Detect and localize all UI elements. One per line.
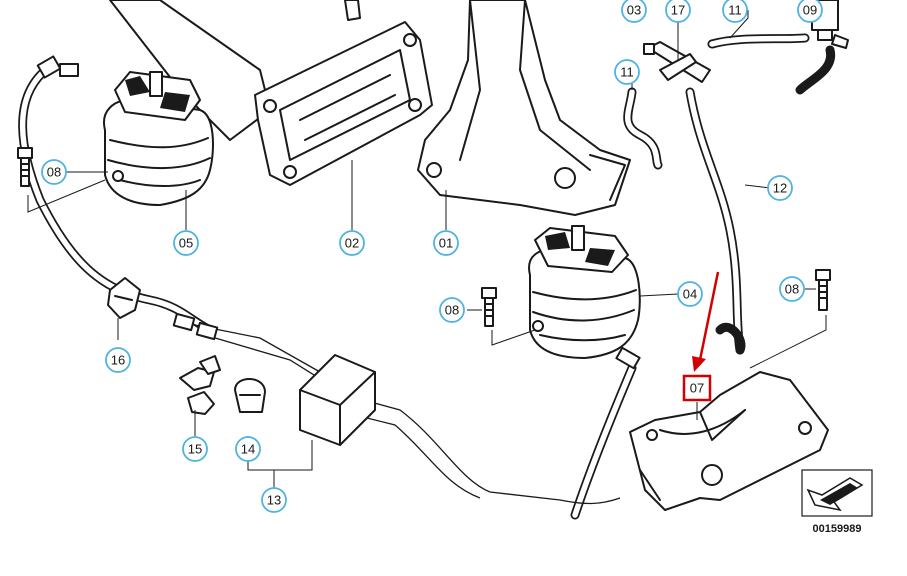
svg-text:04: 04 <box>683 287 697 302</box>
t-connector-17 <box>643 41 711 83</box>
svg-text:12: 12 <box>773 181 787 196</box>
vacuum-hose-pair <box>172 312 561 501</box>
engine-mount-04 <box>528 225 641 359</box>
callout-08-right[interactable]: 08 <box>779 276 805 302</box>
callout-02[interactable]: 02 <box>339 230 365 256</box>
callout-17[interactable]: 17 <box>665 0 691 23</box>
callout-07[interactable]: 07 <box>682 374 712 402</box>
bolt-08-left <box>17 147 33 187</box>
callout-13[interactable]: 13 <box>261 487 287 513</box>
clips-15 <box>179 355 221 415</box>
clip-14 <box>234 378 266 413</box>
svg-text:03: 03 <box>627 3 641 18</box>
bracket-07 <box>629 371 829 511</box>
callout-16[interactable]: 16 <box>105 347 131 373</box>
svg-text:08: 08 <box>445 303 459 318</box>
vacuum-hose-right <box>559 346 641 520</box>
engine-support-bracket-01 <box>417 0 631 216</box>
highlight-box <box>682 374 712 402</box>
clip-16 <box>107 277 141 319</box>
callout-08-left[interactable]: 08 <box>41 159 67 185</box>
svg-text:11: 11 <box>728 3 742 18</box>
bolt-08-center <box>481 287 497 327</box>
reference-box: 00159989 <box>801 469 873 535</box>
vacuum-hose-11 <box>623 33 836 170</box>
red-arrow <box>692 271 720 372</box>
callout-11-top[interactable]: 11 <box>722 0 748 23</box>
callout-04[interactable]: 04 <box>677 281 703 307</box>
svg-text:01: 01 <box>439 236 453 251</box>
svg-text:16: 16 <box>111 353 125 368</box>
svg-text:17: 17 <box>671 3 685 18</box>
callout-15[interactable]: 15 <box>182 436 208 462</box>
engine-carrier-02 <box>109 0 433 186</box>
engine-mount-05 <box>103 71 214 206</box>
svg-text:02: 02 <box>345 236 359 251</box>
reference-number: 00159989 <box>813 523 862 535</box>
vacuum-hose-left <box>18 55 215 335</box>
svg-text:13: 13 <box>267 493 281 508</box>
callout-12[interactable]: 12 <box>767 175 793 201</box>
vacuum-hose-12 <box>685 87 746 355</box>
callout-09[interactable]: 09 <box>797 0 823 23</box>
bolt-08-right <box>815 269 831 311</box>
svg-text:09: 09 <box>803 3 817 18</box>
callout-03[interactable]: 03 <box>621 0 647 23</box>
svg-text:05: 05 <box>179 236 193 251</box>
svg-text:15: 15 <box>188 442 202 457</box>
callout-11-left[interactable]: 11 <box>614 59 640 85</box>
svg-text:08: 08 <box>785 282 799 297</box>
svg-text:07: 07 <box>690 381 704 396</box>
valve-box-13 <box>299 354 376 446</box>
callout-08-center[interactable]: 08 <box>439 297 465 323</box>
callout-01[interactable]: 01 <box>433 230 459 256</box>
callout-05[interactable]: 05 <box>173 230 199 256</box>
svg-text:14: 14 <box>241 442 255 457</box>
svg-text:11: 11 <box>620 65 634 80</box>
svg-text:08: 08 <box>47 165 61 180</box>
callout-14[interactable]: 14 <box>235 436 261 462</box>
